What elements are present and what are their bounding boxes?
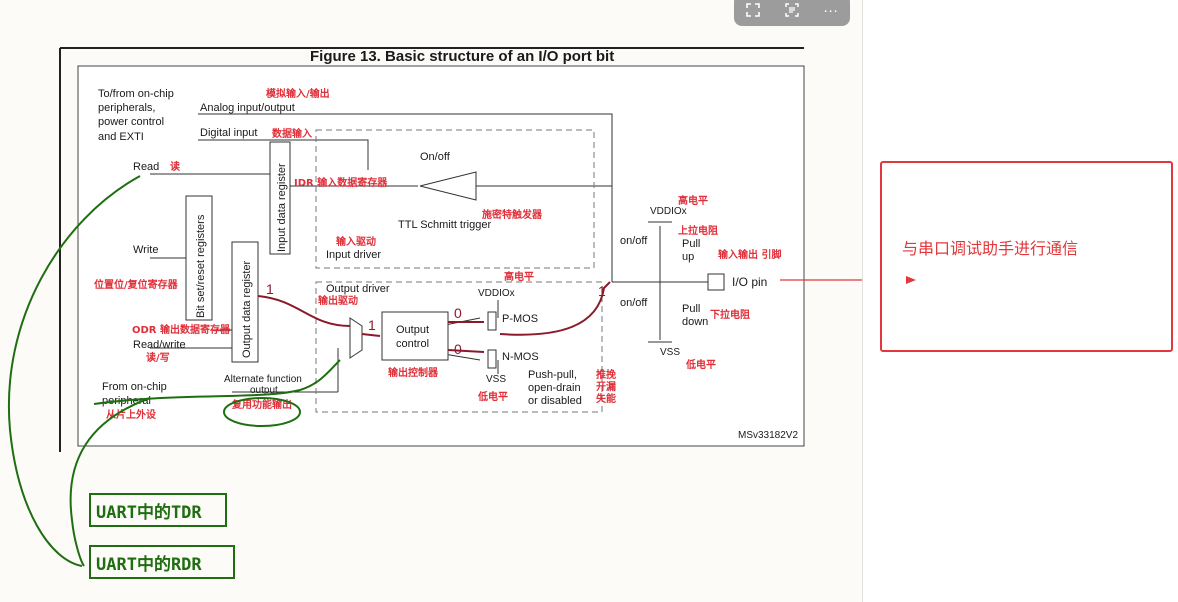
label-pmos: P-MOS bbox=[502, 313, 538, 325]
output-data-register: Output data register bbox=[241, 260, 253, 358]
handdrawn-green-strokes bbox=[7, 175, 341, 567]
label-input-driver: Input driver bbox=[326, 249, 381, 261]
label-up: up bbox=[682, 251, 694, 263]
label-analog: Analog input/output bbox=[200, 102, 295, 114]
io-port-diagram: Figure 13. Basic structure of an I/O por… bbox=[7, 47, 862, 579]
label-alt-output: output bbox=[250, 385, 278, 396]
label-output: Output bbox=[396, 324, 429, 336]
hand-one-a: 1 bbox=[266, 281, 274, 297]
figure-canvas: ··· Figure 13. Basic structure of an I/O… bbox=[7, 0, 862, 579]
annotation-pullup: 上拉电阻 bbox=[678, 224, 718, 237]
annotation-odr: ODR 输出数据寄存器 bbox=[132, 323, 231, 336]
annotation-idr: IDR 输入数据寄存器 bbox=[294, 176, 388, 189]
annotation-low-2: 低电平 bbox=[685, 358, 716, 371]
label-down: down bbox=[682, 316, 708, 328]
label-onoff-down: on/off bbox=[620, 297, 648, 309]
annotation-read: 读 bbox=[170, 160, 180, 173]
annotation-schmitt: 施密特触发器 bbox=[482, 208, 543, 221]
label-alt-function: Alternate function bbox=[224, 374, 302, 385]
io-pin-symbol bbox=[707, 273, 725, 291]
annotation-input-driver: 输入驱动 bbox=[336, 235, 376, 248]
annotation-opendrain: 开漏 bbox=[596, 380, 616, 393]
label-onchip: To/from on-chip bbox=[98, 88, 174, 100]
annotation-high: 高电平 bbox=[678, 194, 708, 207]
hand-rdr: UART中的RDR bbox=[96, 554, 202, 575]
annotation-peripheral: 从片上外设 bbox=[106, 408, 156, 421]
mux-symbol bbox=[349, 317, 363, 359]
label-disabled: or disabled bbox=[528, 395, 582, 407]
annotation-disabled: 失能 bbox=[596, 392, 616, 405]
more-button[interactable]: ··· bbox=[823, 1, 839, 19]
label-vddiox: VDDIOx bbox=[478, 288, 515, 299]
label-output-driver: Output driver bbox=[326, 283, 390, 295]
annotation-output-driver: 输出驱动 bbox=[318, 294, 358, 307]
label-vddiox-2: VDDIOx bbox=[650, 206, 687, 217]
label-fromchip: From on-chip bbox=[102, 381, 167, 393]
hand-zero-a: 0 bbox=[454, 305, 462, 321]
annotation-pushpull: 推挽 bbox=[596, 368, 616, 381]
label-write: Write bbox=[133, 244, 158, 256]
rdr-box bbox=[89, 545, 235, 579]
label-nmos: N-MOS bbox=[502, 351, 539, 363]
label-exti: and EXTI bbox=[98, 131, 144, 143]
arrow-head-icon bbox=[906, 276, 916, 284]
label-onoff-top: On/off bbox=[420, 151, 451, 163]
annotation-output-control: 输出控制器 bbox=[388, 366, 439, 379]
label-readwrite: Read/write bbox=[133, 339, 186, 351]
bit-set-reset-registers: Bit set/reset registers bbox=[195, 214, 207, 318]
label-ttl: TTL Schmitt trigger bbox=[398, 219, 491, 231]
annotation-rw: 读/写 bbox=[146, 351, 170, 364]
label-opendrain: open-drain bbox=[528, 382, 581, 394]
label-read: Read bbox=[133, 161, 159, 173]
input-data-register: Input data register bbox=[276, 163, 288, 252]
expand-icon[interactable] bbox=[738, 0, 768, 23]
tdr-box bbox=[89, 493, 227, 527]
label-onoff-up: on/off bbox=[620, 235, 648, 247]
schmitt-trigger-symbol bbox=[419, 171, 477, 201]
hand-one-c: 1 bbox=[598, 283, 606, 299]
label-peripherals: peripherals, bbox=[98, 102, 155, 114]
figure-title: Figure 13. Basic structure of an I/O por… bbox=[310, 48, 614, 65]
annotation-digital: 数据输入 bbox=[272, 127, 312, 140]
label-pushpull: Push-pull, bbox=[528, 369, 577, 381]
label-pull-down-1: Pull bbox=[682, 303, 700, 315]
hand-one-b: 1 bbox=[368, 317, 376, 333]
annotation-bitset: 位置位/复位寄存器 bbox=[94, 278, 179, 291]
label-pull-up-1: Pull bbox=[682, 238, 700, 250]
text-scan-icon[interactable] bbox=[777, 0, 807, 23]
annotation-pulldown: 下拉电阻 bbox=[710, 308, 750, 321]
label-digital: Digital input bbox=[200, 127, 257, 139]
hand-tdr: UART中的TDR bbox=[96, 502, 202, 523]
annotation-analog: 模拟输入/输出 bbox=[266, 87, 330, 100]
image-toolbar: ··· bbox=[734, 0, 850, 26]
note-text: 与串口调试助手进行通信 bbox=[902, 239, 1079, 258]
label-control: control bbox=[396, 338, 429, 350]
figure-code: MSv33182V2 bbox=[738, 430, 798, 441]
label-power: power control bbox=[98, 116, 164, 128]
note-box: 与串口调试助手进行通信 bbox=[880, 161, 1173, 352]
hand-zero-b: 0 bbox=[454, 341, 462, 357]
annotation-high-2: 高电平 bbox=[504, 270, 534, 283]
annotation-io: 输入输出 引脚 bbox=[718, 248, 781, 261]
label-vss: VSS bbox=[486, 374, 506, 385]
label-vss-2: VSS bbox=[660, 347, 680, 358]
handdrawn-output-path bbox=[257, 281, 611, 353]
label-io-pin: I/O pin bbox=[732, 275, 767, 289]
annotation-alt: 复用功能输出 bbox=[231, 398, 292, 411]
annotation-low: 低电平 bbox=[477, 390, 508, 403]
